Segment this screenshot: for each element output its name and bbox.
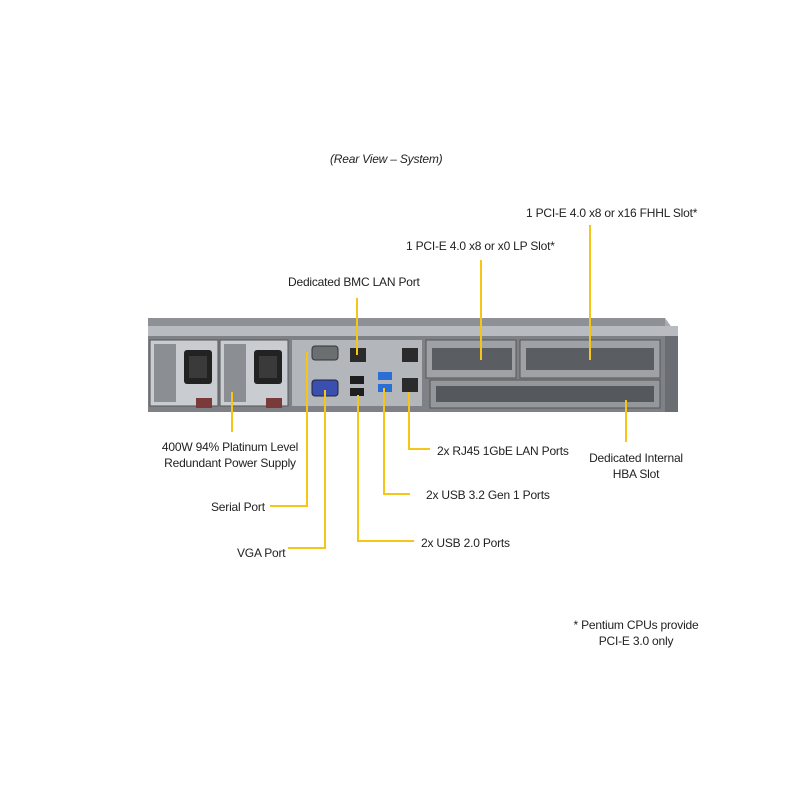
label-usb32: 2x USB 3.2 Gen 1 Ports (426, 488, 550, 502)
leader-usb20 (357, 395, 414, 542)
label-serial: Serial Port (211, 500, 265, 514)
psu-1 (149, 339, 219, 408)
label-bmc-lan: Dedicated BMC LAN Port (288, 275, 420, 289)
label-hba-line2: HBA Slot (612, 467, 660, 481)
serial-connector (311, 345, 339, 361)
usb3-connector (378, 372, 392, 380)
footnote-line2: PCI-E 3.0 only (598, 634, 674, 648)
usb2-connector (350, 388, 364, 396)
footnote-line1: * Pentium CPUs provide (573, 618, 699, 632)
label-pcie-lp: 1 PCI-E 4.0 x8 or x0 LP Slot* (406, 239, 555, 253)
leader-vga (288, 390, 326, 549)
diagram-caption: (Rear View – System) (330, 152, 443, 166)
footnote: * Pentium CPUs provide PCI-E 3.0 only (566, 617, 706, 649)
label-psu: 400W 94% Platinum Level Redundant Power … (160, 439, 300, 471)
leader-rj45 (408, 392, 430, 450)
label-psu-line1: 400W 94% Platinum Level (161, 440, 299, 454)
label-usb20: 2x USB 2.0 Ports (421, 536, 510, 550)
leader-serial (270, 352, 308, 507)
label-pcie-fhhl: 1 PCI-E 4.0 x8 or x16 FHHL Slot* (526, 206, 698, 220)
label-hba-line1: Dedicated Internal (589, 451, 683, 465)
label-hba: Dedicated Internal HBA Slot (586, 450, 686, 482)
label-rj45: 2x RJ45 1GbE LAN Ports (437, 444, 569, 458)
leader-usb32 (383, 388, 410, 495)
label-psu-line2: Redundant Power Supply (164, 456, 296, 470)
rj45-connector (402, 378, 418, 392)
rj45-connector (402, 348, 418, 362)
usb2-connector (350, 376, 364, 384)
label-vga: VGA Port (237, 546, 286, 560)
